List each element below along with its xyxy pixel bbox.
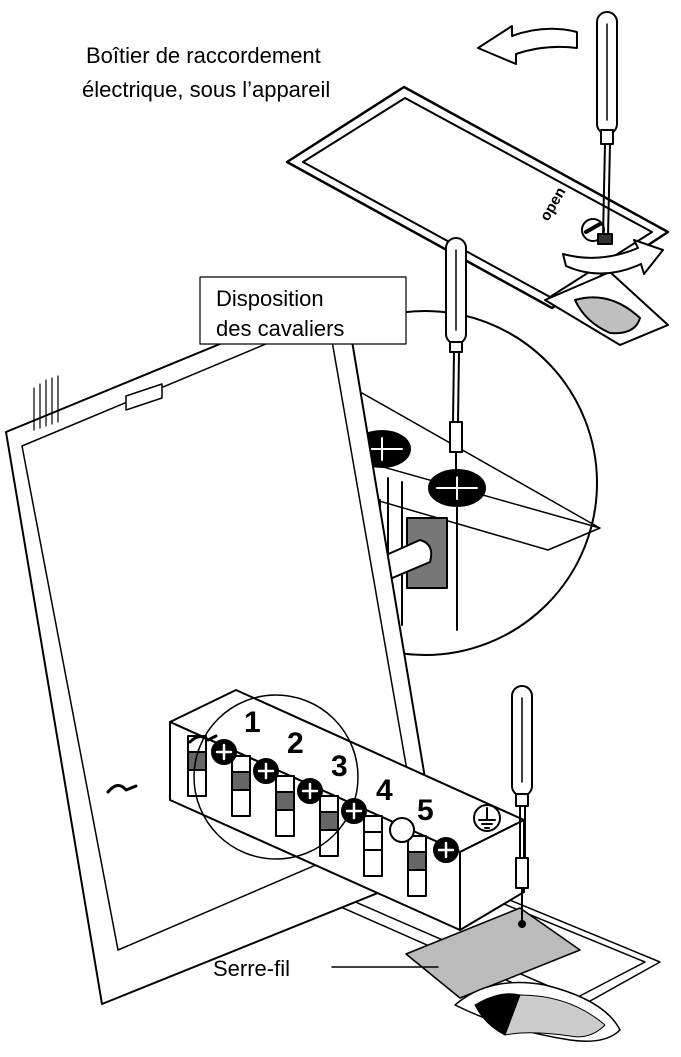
terminal-slots [187, 735, 427, 897]
terminal-number-3: 3 [331, 750, 348, 783]
terminal-number-1: 1 [244, 706, 261, 739]
cable-clamp-label: Serre-fil [213, 956, 290, 981]
rotate-arrow-left-icon [477, 25, 578, 65]
detail-circle [193, 694, 359, 860]
screwdriver-icon [445, 237, 467, 477]
lid-hook-icon [106, 784, 138, 794]
jumper-label-line1: Disposition [216, 286, 324, 311]
jumper-label-box [199, 276, 407, 345]
terminal-screw-icons [211, 739, 459, 863]
terminal-number-5: 5 [417, 794, 434, 827]
screwdriver-icon [511, 685, 533, 928]
rotate-arrow-right-icon [562, 239, 664, 275]
cable-clamp [405, 907, 621, 1042]
terminal-number-2: 2 [287, 727, 304, 760]
lid-hook-icon [188, 734, 218, 744]
terminal-number-4: 4 [376, 774, 393, 807]
junction-box-label-line1: Boîtier de raccordement [86, 43, 321, 68]
ground-symbol-icon [473, 804, 501, 832]
junction-box-cover [285, 85, 670, 346]
jumper-label-line2: des cavaliers [216, 316, 344, 341]
screwdriver-icon [596, 11, 618, 245]
junction-box-label-line2: électrique, sous l’appareil [82, 77, 330, 102]
